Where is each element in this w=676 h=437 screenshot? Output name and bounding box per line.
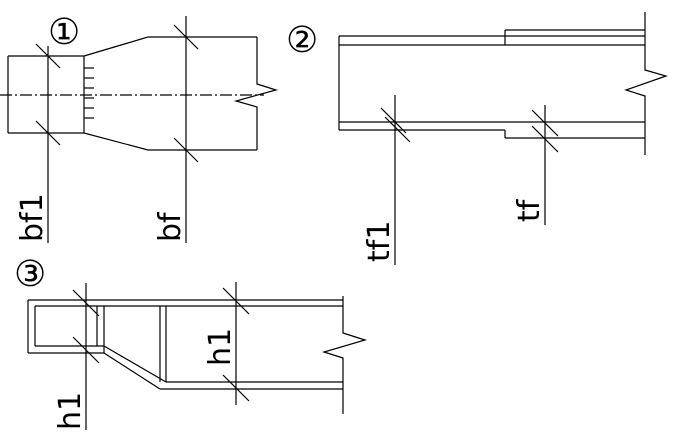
detail-1-marker: ①	[48, 12, 80, 53]
detail-2-elevation-view: ② tf1 tf	[286, 12, 668, 265]
detail-2-tf1-label: tf1	[362, 221, 397, 262]
detail-2-column-break-line	[624, 12, 668, 155]
detail-2-tf-tick-b	[531, 125, 559, 153]
detail-3-marker: ③	[14, 254, 46, 295]
detail-2-tf1-tick-a	[380, 107, 407, 134]
detail-2-tf1-tick-b	[384, 116, 411, 143]
detail-1-bf-tick-top	[173, 24, 199, 50]
detail-1-weld-ticks	[84, 67, 94, 119]
detail-3-column-break-line	[321, 296, 368, 414]
detail-1-bf-tick-bottom	[173, 137, 199, 163]
detail-1-break-line	[233, 37, 279, 150]
detail-3-h1-left-tick-top	[72, 289, 100, 317]
detail-2-marker: ②	[286, 20, 318, 61]
detail-3-h1-right-tick-top	[222, 287, 250, 315]
detail-1-bf1-tick-top	[35, 43, 61, 69]
detail-1-bf-label: bf	[153, 211, 188, 242]
detail-1-taper-bottom	[83, 132, 149, 151]
detail-3-slope-outer	[103, 352, 161, 390]
detail-3-h1-right-label: h1	[203, 328, 238, 366]
detail-3-h1-right-tick-bottom	[222, 374, 250, 402]
detail-1-taper-top	[83, 36, 149, 57]
detail-2-tf-tick-a	[531, 109, 559, 137]
detail-3-elevation-view: ③ h1 h1	[14, 254, 368, 430]
detail-1-bf1-tick-bottom	[35, 120, 61, 146]
detail-1-plan-view: ① bf1 bf	[0, 12, 279, 243]
detail-3-slope-inner	[103, 345, 167, 383]
detail-1-bf1-label: bf1	[15, 193, 50, 242]
detail-2-tf-label: tf	[512, 198, 547, 222]
detail-3-h1-left-tick-bottom	[72, 336, 100, 364]
detail-3-h1-left-label: h1	[53, 392, 88, 430]
